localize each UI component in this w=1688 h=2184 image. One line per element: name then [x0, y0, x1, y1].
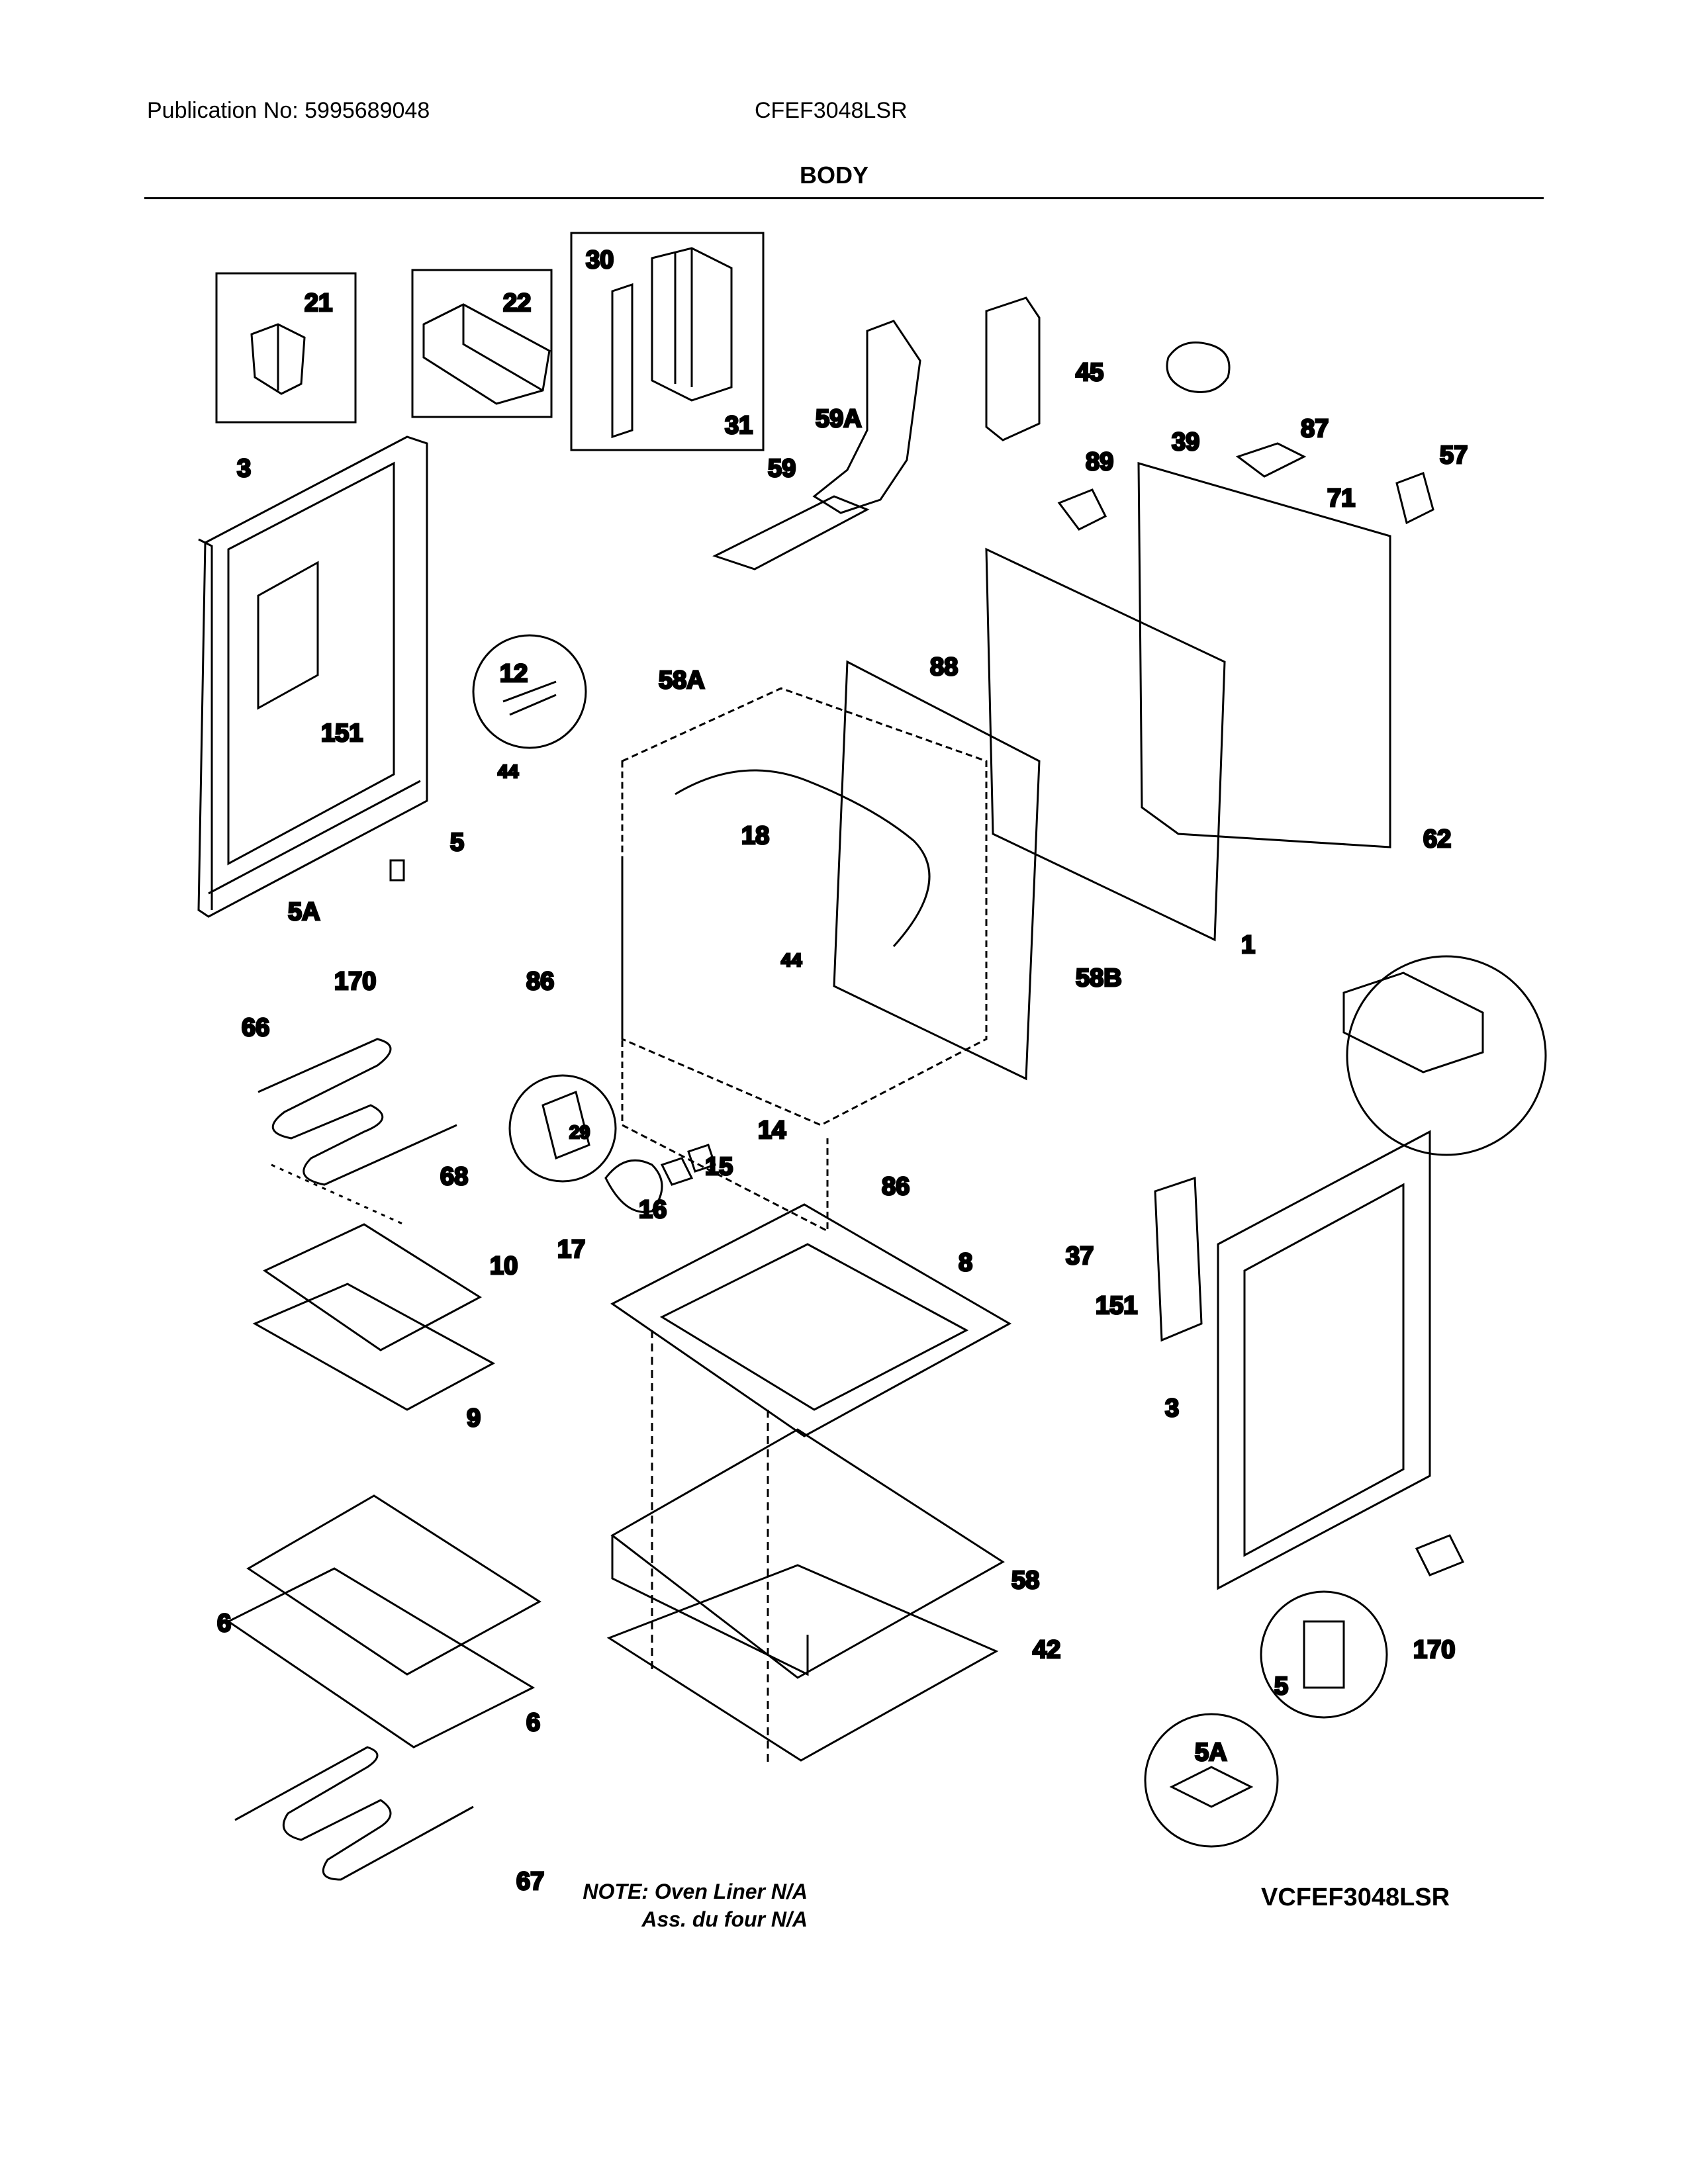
part-label-1: 1 [1241, 931, 1255, 959]
part-label-12: 12 [500, 660, 528, 688]
part-label-88: 88 [930, 653, 958, 681]
right-side-panel [1154, 1130, 1431, 1590]
part-label-67: 67 [516, 1868, 544, 1895]
part-label-14: 14 [758, 1116, 786, 1144]
part-label-39: 39 [1172, 428, 1199, 456]
part-label-57: 57 [1440, 441, 1468, 469]
rear-panels [985, 461, 1391, 942]
left-side-panel [197, 435, 428, 918]
part-label-89: 89 [1086, 448, 1113, 476]
part-label-44-top: 44 [498, 761, 519, 782]
part-label-10: 10 [490, 1252, 518, 1280]
oven-cavity [621, 660, 1041, 1233]
part-label-170-right: 170 [1413, 1636, 1455, 1664]
part-label-5-right: 5 [1274, 1672, 1288, 1700]
model-number: CFEF3048LSR [755, 98, 908, 123]
part-30-31-box [570, 232, 765, 451]
part-label-22: 22 [503, 289, 531, 317]
oven-racks [226, 1494, 541, 1749]
part-label-59A: 59A [816, 405, 862, 433]
part-label-170-left: 170 [334, 968, 376, 995]
note-line-1: NOTE: Oven Liner N/A [583, 1880, 808, 1903]
part-label-5A-right: 5A [1195, 1739, 1227, 1766]
part-label-86-left: 86 [526, 968, 554, 995]
lamp-parts [472, 634, 716, 1213]
part-label-3-right: 3 [1165, 1394, 1179, 1422]
part-label-87: 87 [1301, 415, 1329, 443]
part-label-5-left: 5 [450, 829, 464, 856]
leveling-feet [389, 859, 1547, 1848]
header-rule [144, 197, 1544, 199]
part-label-59: 59 [768, 455, 796, 482]
part-21-box [215, 272, 357, 424]
note-line-2: Ass. du four N/A [641, 1907, 808, 1931]
part-label-30: 30 [586, 246, 614, 274]
part-label-45: 45 [1076, 359, 1103, 387]
heating-elements [258, 1038, 457, 1226]
part-label-3-left: 3 [237, 455, 251, 482]
part-label-151-left: 151 [321, 719, 363, 747]
part-label-86-right: 86 [882, 1173, 910, 1201]
duct-parts [712, 296, 1434, 570]
part-22-box [411, 269, 553, 418]
part-label-18: 18 [741, 822, 769, 850]
part-label-62: 62 [1423, 825, 1451, 853]
part-label-71: 71 [1327, 484, 1355, 512]
part-label-29: 29 [569, 1122, 590, 1142]
part-label-58: 58 [1011, 1567, 1039, 1594]
bake-element [234, 1746, 474, 1881]
part-label-5A-left: 5A [288, 898, 320, 926]
part-label-8: 8 [959, 1249, 972, 1277]
part-label-17: 17 [557, 1236, 585, 1263]
part-label-58B: 58B [1076, 964, 1122, 992]
part-label-21: 21 [305, 289, 332, 317]
section-title: BODY [800, 161, 869, 189]
part-label-151-right: 151 [1096, 1292, 1137, 1320]
diagram-model: VCFEF3048LSR [1261, 1884, 1450, 1911]
part-label-16: 16 [639, 1196, 667, 1224]
bottom-pans [606, 1203, 1012, 1767]
part-label-9: 9 [467, 1404, 481, 1432]
publication-number: Publication No: 5995689048 [147, 98, 430, 123]
part-label-37: 37 [1066, 1242, 1094, 1270]
part-label-6-top: 6 [217, 1610, 231, 1637]
part-label-15: 15 [705, 1153, 733, 1181]
part-label-68: 68 [440, 1163, 468, 1191]
part-label-58A: 58A [659, 666, 705, 694]
part-label-66: 66 [242, 1014, 269, 1042]
part-label-44-mid: 44 [781, 950, 802, 970]
broil-pan [252, 1223, 496, 1411]
part-label-31: 31 [725, 412, 753, 439]
part-label-42: 42 [1033, 1636, 1060, 1664]
part-label-6-bottom: 6 [526, 1709, 540, 1737]
